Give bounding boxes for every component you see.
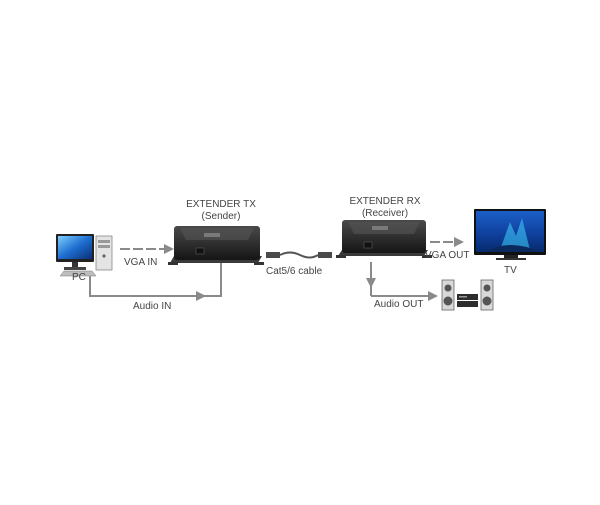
extender-rx-device — [336, 220, 432, 258]
extender-tx-role: (Sender) — [201, 211, 241, 222]
audio-in-line — [89, 262, 222, 301]
audio-out-line — [366, 262, 438, 301]
pc-monitor-icon — [56, 234, 94, 270]
audio-out-label: Audio OUT — [374, 299, 424, 310]
extender-tx-title: EXTENDER TX — [186, 199, 256, 210]
vga-out-arrow — [430, 237, 464, 247]
vga-out-label: VGA OUT — [425, 250, 470, 261]
pc-tower-icon — [95, 235, 113, 271]
cable-label: Cat5/6 cable — [266, 266, 323, 277]
audio-in-label: Audio IN — [133, 301, 172, 312]
tv-label: TV — [504, 265, 517, 276]
vga-in-arrow — [120, 244, 174, 254]
cat-cable — [266, 251, 332, 259]
extender-tx-device — [168, 226, 264, 265]
keyboard-icon — [59, 270, 97, 277]
vga-in-label: VGA IN — [124, 257, 158, 268]
extender-rx-title: EXTENDER RX — [349, 196, 421, 207]
audio-system-icon — [441, 279, 494, 311]
tv-icon — [474, 209, 546, 260]
pc-label: PC — [72, 272, 86, 283]
extender-rx-role: (Receiver) — [361, 208, 409, 219]
